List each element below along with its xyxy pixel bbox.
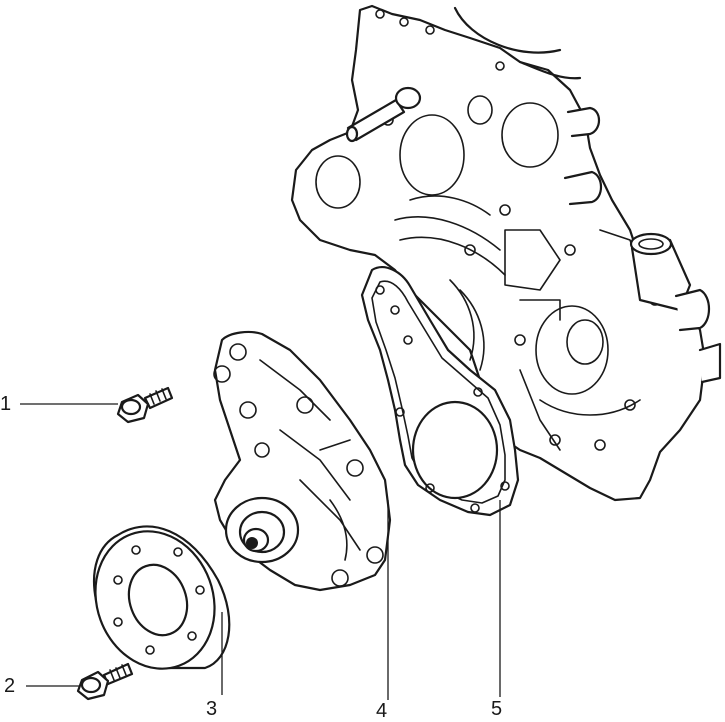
bolt-1 <box>116 386 174 424</box>
water-pump <box>213 330 392 592</box>
callout-2: 2 <box>4 675 16 697</box>
timing-cover <box>290 4 722 502</box>
callout-1: 1 <box>0 393 12 415</box>
pulley <box>92 525 231 670</box>
callout-4: 4 <box>376 700 388 722</box>
bolt-2 <box>76 662 134 701</box>
callout-5: 5 <box>491 698 503 720</box>
callout-3: 3 <box>206 698 218 720</box>
gasket <box>360 266 520 517</box>
